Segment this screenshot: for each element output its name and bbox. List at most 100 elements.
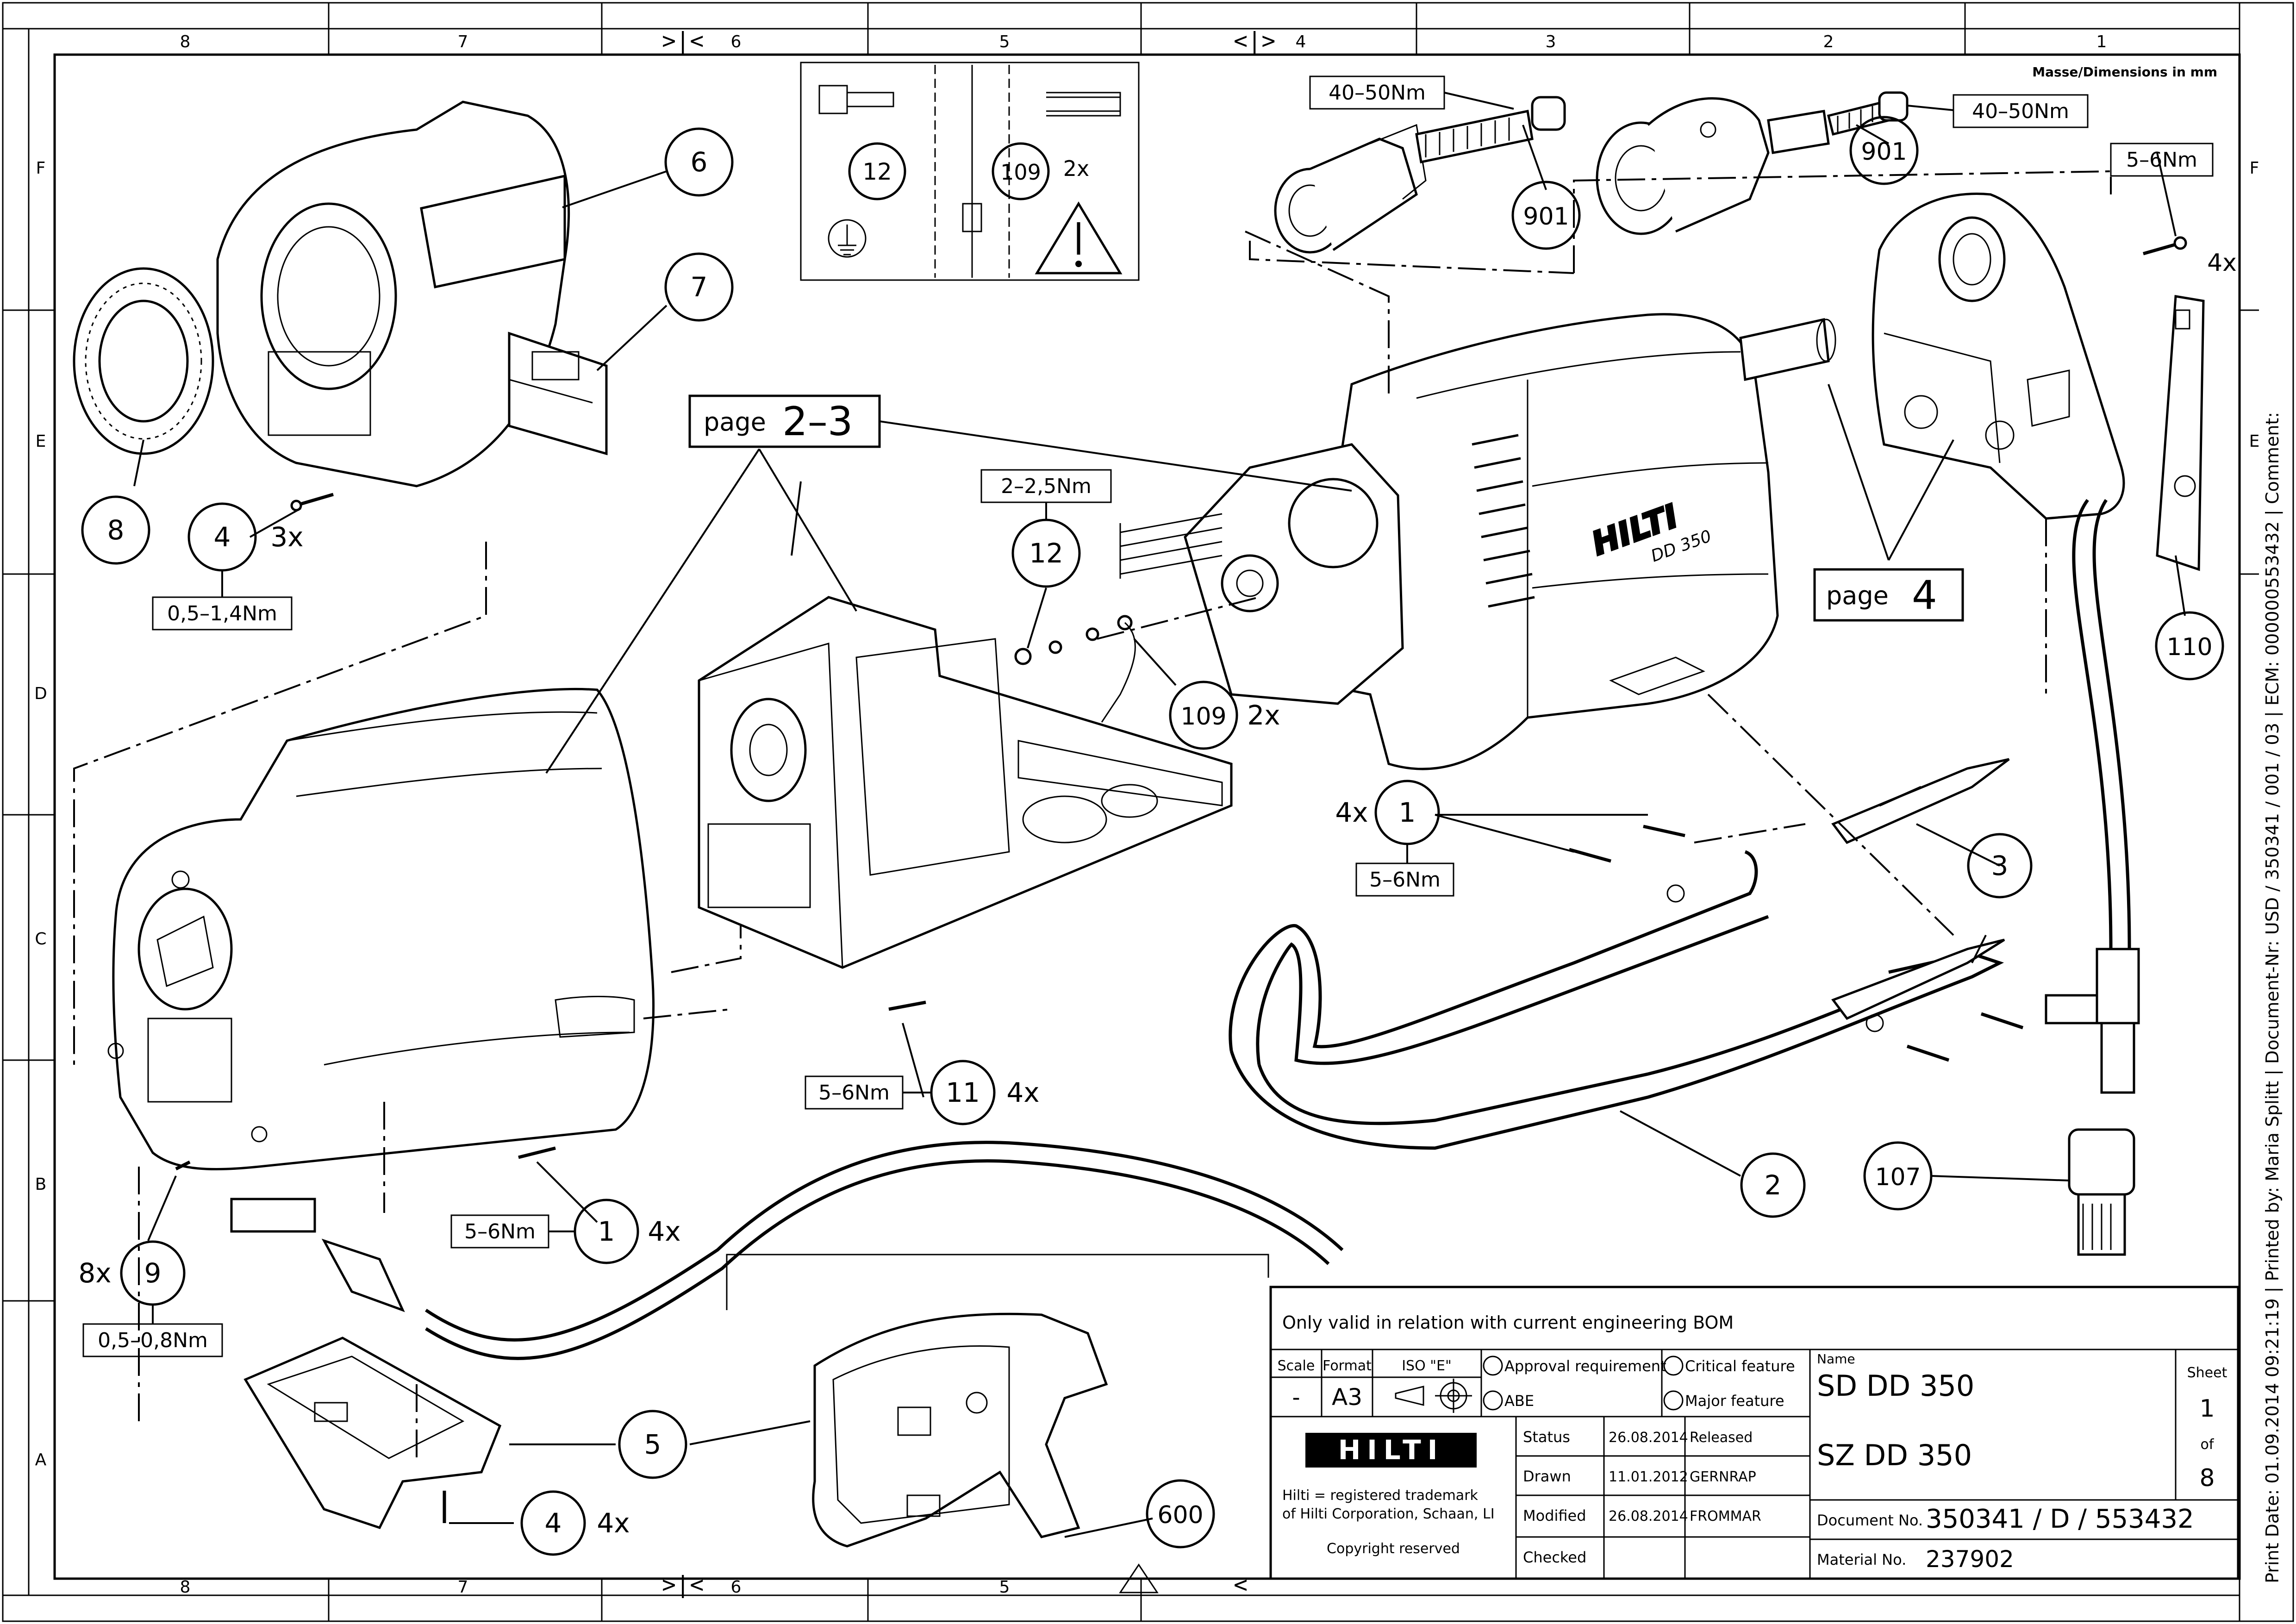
zone-col-bottom: 7 [458,1578,468,1597]
zone-col-top: 7 [458,32,468,51]
callout-1-lower: 1 4x [574,1199,681,1264]
callout-9: 9 8x [78,1240,186,1306]
svg-text:2x: 2x [1247,700,1280,731]
svg-text:>|<: >|< [662,1571,704,1598]
callout-1-upper: 1 4x [1335,780,1440,845]
tb-mat-label: Material No. [1817,1551,1906,1568]
part-rear-housing [107,688,655,1171]
zone-col-bottom: 5 [999,1578,1010,1597]
callout-901-left: 901 [1511,181,1581,250]
tb-row-who: FROMMAR [1690,1508,1761,1524]
page-ref-4: page 4 [1813,568,1964,622]
svg-text:4x: 4x [2207,249,2237,277]
svg-text:4: 4 [214,521,231,553]
torque-box-11: 5–6Nm [805,1075,931,1110]
leader-lines [133,92,2186,1538]
callout-109: 109 2x [1169,681,1280,750]
side-print-stamp: Print Date: 01.09.2014 09:21:19 | Printe… [2262,412,2283,1583]
torque-box-110: 5–6Nm [2110,143,2214,177]
svg-text:109: 109 [1000,160,1041,185]
zone-col-bottom: 8 [180,1578,191,1597]
tb-major: Major feature [1685,1392,1784,1410]
callout-12: 12 [1011,518,1081,588]
callout-3: 3 [1967,833,2033,899]
svg-text:>|<: >|< [662,27,704,54]
tb-doc-value: 350341 / D / 553432 [1926,1504,2194,1534]
svg-text:1: 1 [598,1216,615,1247]
zone-col-top: 2 [1823,32,1834,51]
part-label-110 [2156,295,2205,571]
tb-sheet-num: 1 [2199,1395,2215,1423]
tb-sheet-total: 8 [2199,1464,2215,1492]
part-chuck-adapter-left [1274,96,1566,254]
svg-text:1: 1 [1399,797,1416,828]
zone-row-left: C [35,930,46,949]
part-side-handle [1229,850,2005,1150]
tb-doc-label: Document No. [1817,1512,1923,1529]
tb-row-who: Released [1690,1430,1753,1446]
part-bottom-cover [243,1337,502,1530]
hilti-logo: HILTI [1305,1433,1477,1468]
part-water-hose [2045,499,2140,1094]
callout-109-inset: 109 2x [992,142,1090,200]
svg-text:8x: 8x [78,1257,111,1289]
svg-text:4x: 4x [1006,1077,1039,1108]
part-screw-handle [2143,236,2187,256]
svg-text:901: 901 [1861,138,1907,166]
part-power-cable [230,1141,1344,1360]
part-screw-4-upper [290,493,334,512]
callout-901-right: 901 [1849,116,1919,185]
svg-text:2: 2 [1765,1169,1782,1201]
zone-row-left: E [36,432,46,451]
part-screws-1 [175,824,2024,1523]
svg-text:7: 7 [691,271,708,303]
svg-text:0,5–1,4Nm: 0,5–1,4Nm [167,602,277,625]
svg-text:5–6Nm: 5–6Nm [818,1081,890,1105]
zone-col-top: 6 [731,32,742,51]
tb-name-2: SZ DD 350 [1817,1438,1972,1472]
tb-trademark-1: Hilti = registered trademark [1282,1487,1479,1504]
svg-text:600: 600 [1157,1501,1203,1529]
svg-text:12: 12 [1029,537,1063,569]
svg-text:107: 107 [1875,1163,1921,1191]
svg-text:2x: 2x [1063,156,1090,181]
svg-text:109: 109 [1180,703,1226,731]
svg-text:page: page [1826,581,1889,610]
tb-scale-value: - [1292,1385,1300,1411]
svg-text:0,5–0,8Nm: 0,5–0,8Nm [98,1329,208,1352]
svg-text:<: < [1234,1571,1248,1598]
tb-sheet-label: Sheet [2187,1365,2227,1381]
tb-row-label: Drawn [1523,1468,1571,1485]
svg-text:11: 11 [946,1077,980,1108]
tb-row-label: Status [1523,1428,1570,1446]
zone-row-left: B [35,1175,47,1194]
svg-text:40–50Nm: 40–50Nm [1972,100,2069,123]
svg-text:HILTI: HILTI [1338,1434,1444,1466]
svg-text:3x: 3x [270,521,303,553]
svg-text:110: 110 [2166,633,2212,661]
tb-row-who: GERNRAP [1690,1469,1756,1485]
callout-107: 107 [1863,1141,1933,1211]
zone-row-left: D [34,684,47,703]
tb-abe: ABE [1504,1392,1534,1410]
tb-format-value: A3 [1332,1384,1362,1411]
callout-6: 6 [664,127,734,197]
svg-text:901: 901 [1523,203,1569,231]
svg-text:9: 9 [144,1257,162,1289]
zone-col-top: 3 [1546,32,1556,51]
part-electronics-module [698,596,1233,969]
svg-text:<|>: <|> [1234,27,1275,54]
callout-4-upper: 4 3x [187,502,304,572]
tb-approval: Approval requirement [1504,1357,1666,1375]
callout-600: 600 [1146,1479,1215,1549]
callout-7: 7 [664,252,734,322]
svg-text:4x: 4x [1335,797,1368,828]
callout-4-lower: 4 4x [520,1490,630,1556]
svg-text:2–2,5Nm: 2–2,5Nm [1001,475,1092,498]
svg-text:40–50Nm: 40–50Nm [1329,81,1426,105]
page-ref-2-3: page 2–3 [688,394,881,448]
tb-row-date: 26.08.2014 [1609,1430,1688,1446]
zone-col-bottom: 6 [731,1578,742,1597]
